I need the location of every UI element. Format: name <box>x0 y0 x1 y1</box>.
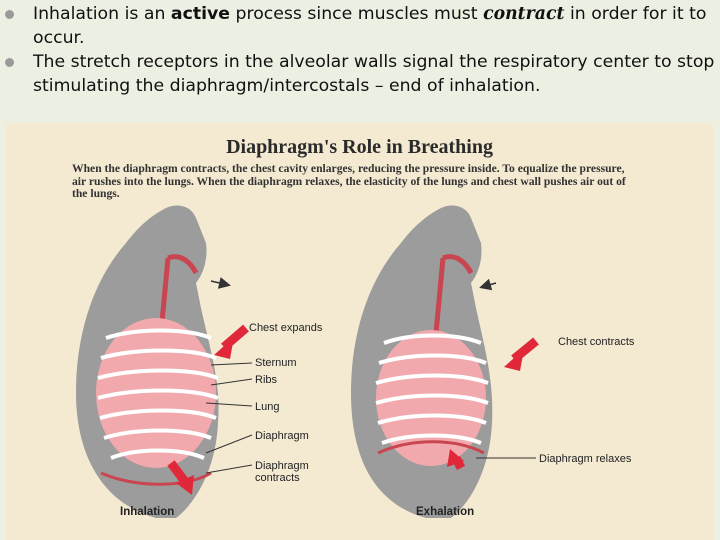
inhalation-torso <box>76 205 253 518</box>
airway-left <box>167 254 199 275</box>
label-chest-contracts: Chest contracts <box>558 336 635 348</box>
label-chest-expands: Chest expands <box>249 322 323 334</box>
bullet-item-2: The stretch receptors in the alveolar wa… <box>0 50 720 98</box>
caption-exhalation: Exhalation <box>416 506 475 518</box>
bullet-1-text-after: in order for it to occur. <box>33 4 707 48</box>
figure-description: When the diaphragm contracts, the chest … <box>72 162 626 200</box>
label-ribs: Ribs <box>255 374 278 386</box>
figure-title: Diaphragm's Role in Breathing <box>226 136 493 158</box>
label-sternum: Sternum <box>255 357 297 369</box>
airway-right <box>442 254 474 275</box>
bullet-1-text-middle: process since muscles must <box>230 4 484 24</box>
diaphragm-left <box>100 471 212 486</box>
label-diaphragm: Diaphragm <box>255 430 309 442</box>
bullet-dot-icon <box>5 58 14 67</box>
chest-expands-arrowhead-icon <box>214 337 234 359</box>
diaphragm-contracts-arrowhead-icon <box>176 475 194 495</box>
breathing-illustration <box>76 205 539 518</box>
exhalation-torso <box>351 205 539 518</box>
ribs-left <box>97 328 219 460</box>
bullet-1-bold-word: active <box>170 4 230 24</box>
bullet-list: Inhalation is an active process since mu… <box>0 2 720 98</box>
bullet-2-text: The stretch receptors in the alveolar wa… <box>33 52 715 96</box>
ribs-right <box>375 333 489 445</box>
lung-right-exhale <box>376 330 486 466</box>
trachea-right <box>433 257 446 334</box>
left-leader-lines <box>205 362 253 474</box>
diaphragm-figure: Diaphragm's Role in Breathing When the d… <box>6 123 713 540</box>
caption-inhalation: Inhalation <box>120 506 175 518</box>
label-lung: Lung <box>255 401 280 413</box>
diaphragm-contracts-arrow <box>167 460 190 486</box>
diaphragm-relaxes-arrowhead-icon <box>447 449 464 467</box>
label-diaphragm-relaxes: Diaphragm relaxes <box>539 453 632 465</box>
diaphragm-right <box>377 440 485 455</box>
chest-contracts-arrowhead-icon <box>504 349 524 371</box>
air-out-arrow <box>479 278 497 291</box>
bullet-1-text-before: Inhalation is an <box>33 4 171 24</box>
air-in-arrow <box>210 277 231 289</box>
bullet-dot-icon <box>5 10 14 19</box>
label-diaphragm-contracts: Diaphragm contracts <box>255 460 309 484</box>
bullet-1-bold-italic-word: contract <box>483 4 565 24</box>
bullet-item-1: Inhalation is an active process since mu… <box>0 2 720 50</box>
